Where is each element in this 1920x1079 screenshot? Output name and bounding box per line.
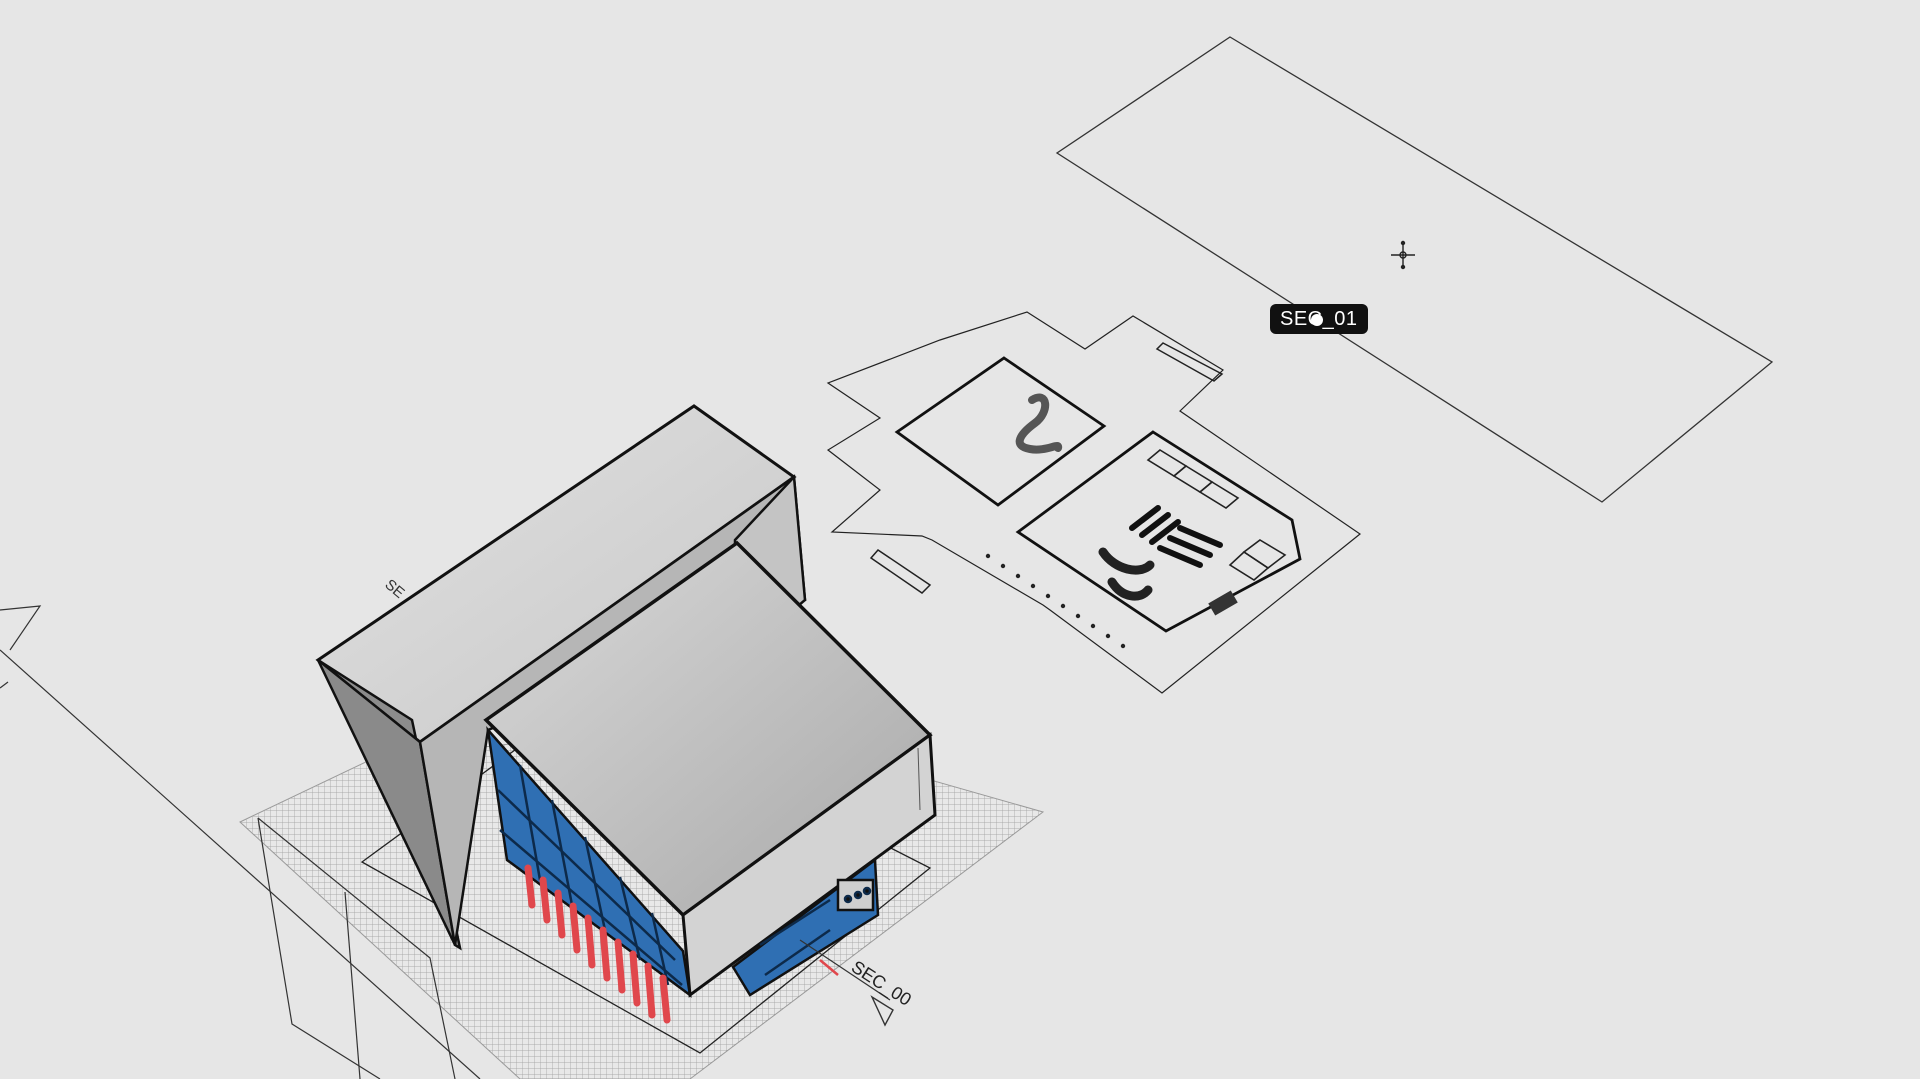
section-tag-handle-icon[interactable] xyxy=(1311,314,1323,326)
red-columns xyxy=(524,864,671,1024)
plan-dot-row xyxy=(985,553,1126,649)
section-tag-sec01[interactable]: SEC_01 xyxy=(1270,304,1368,334)
lower-box-right-wall xyxy=(681,732,937,998)
plan-stair-hatch xyxy=(1208,590,1238,616)
upper-plan-rectangle[interactable] xyxy=(1055,36,1774,503)
floor-plan[interactable] xyxy=(826,311,1362,694)
plan-bench-top xyxy=(1155,342,1224,382)
section-plane-wireframe xyxy=(257,817,456,1079)
plan-room-upper xyxy=(894,356,1107,507)
plan-bench-left xyxy=(869,549,932,594)
plan-curved-stair xyxy=(1015,393,1063,454)
section-label-partial: SE xyxy=(381,576,407,602)
building-model[interactable] xyxy=(315,404,937,1024)
site-boundary xyxy=(0,605,481,1079)
site-grid-outline xyxy=(360,694,932,1054)
move-cursor-icon xyxy=(1391,240,1415,270)
plan-room-lower xyxy=(1015,430,1302,633)
